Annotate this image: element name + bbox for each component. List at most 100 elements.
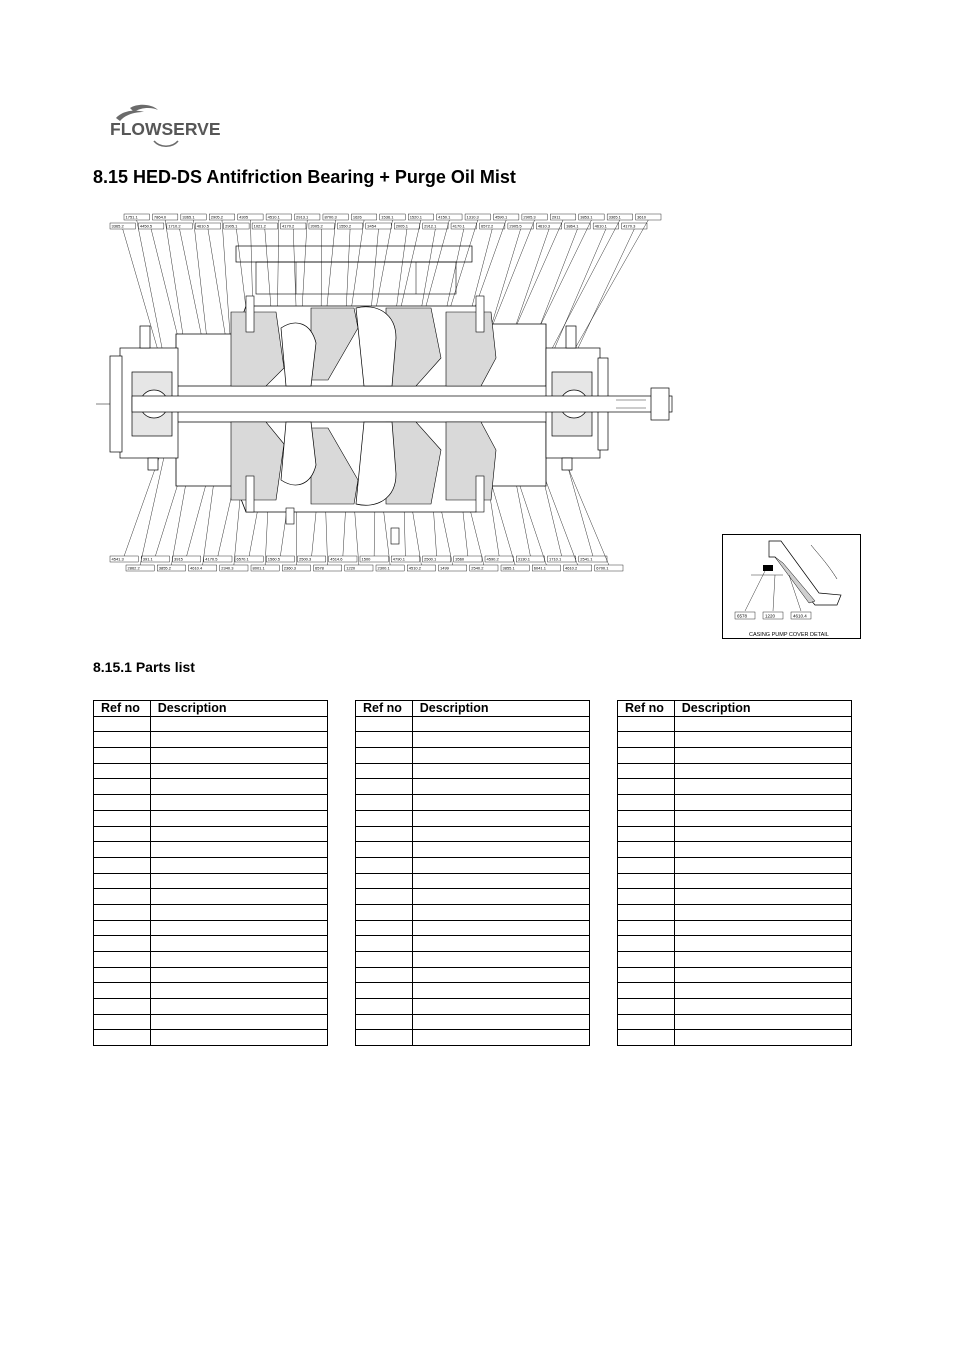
svg-text:6578: 6578 — [737, 614, 748, 619]
callout-label: 2500.1 — [424, 557, 437, 562]
description-cell — [149, 982, 329, 1000]
callout-box — [493, 213, 520, 221]
table-row — [617, 747, 853, 764]
callout-label: 4610.4 — [190, 566, 203, 571]
callout-label: 4610.5 — [197, 224, 210, 229]
description-cell — [673, 903, 853, 921]
description-cell — [411, 747, 591, 764]
ref-no-cell — [355, 715, 413, 733]
table-row — [617, 998, 853, 1015]
table-row — [617, 951, 853, 968]
description-cell — [149, 998, 329, 1015]
description-cell — [673, 982, 853, 1000]
table-row — [355, 1013, 591, 1031]
callout-label: 1021.2 — [254, 224, 267, 229]
table-row — [93, 966, 329, 984]
callout-box — [550, 213, 576, 221]
ref-no-header: Ref no — [93, 700, 151, 717]
callout-label: 4790.1 — [393, 557, 406, 562]
table-row — [355, 998, 591, 1015]
table-row — [93, 825, 329, 843]
description-cell — [411, 1029, 591, 1047]
description-cell — [149, 966, 329, 984]
table-row — [355, 778, 591, 796]
description-cell — [411, 888, 591, 905]
callout-label: 4510.1 — [268, 215, 281, 220]
description-cell — [411, 762, 591, 780]
description-cell — [673, 794, 853, 811]
callout-box — [138, 222, 165, 230]
callout-label: 2540.2 — [471, 566, 484, 571]
svg-text:CASING PUMP COVER DETAIL: CASING PUMP COVER DETAIL — [749, 632, 829, 638]
ref-no-cell — [355, 731, 413, 749]
callout-label: 6041.1 — [534, 566, 547, 571]
description-cell — [411, 982, 591, 1000]
callout-label: 1626 — [353, 215, 363, 220]
description-cell — [149, 747, 329, 764]
callout-label: 2340.3 — [221, 566, 234, 571]
ref-no-cell — [617, 998, 675, 1015]
table-row — [93, 1013, 329, 1031]
callout-label: 6700.1 — [596, 566, 609, 571]
ref-no-cell — [617, 825, 675, 843]
callout-label: 1751.1 — [126, 215, 139, 220]
description-cell — [149, 825, 329, 843]
description-cell — [673, 998, 853, 1015]
ref-no-cell — [93, 841, 151, 858]
table-row — [617, 903, 853, 921]
leader-line — [136, 219, 167, 369]
callout-label: 4610.3 — [538, 224, 551, 229]
callout-box — [592, 222, 619, 230]
svg-text:1220: 1220 — [765, 614, 776, 619]
description-cell — [673, 1013, 853, 1031]
ref-no-cell — [355, 747, 413, 764]
ref-no-cell — [617, 919, 675, 937]
table-row — [617, 919, 853, 937]
callout-label: 4170.3 — [623, 224, 636, 229]
callout-label: 3915 — [174, 557, 184, 562]
description-cell — [673, 856, 853, 874]
table-row — [355, 888, 591, 905]
table-row — [355, 982, 591, 1000]
ref-no-cell — [617, 809, 675, 827]
callout-label: 3454 — [367, 224, 377, 229]
ref-no-cell — [355, 856, 413, 874]
table-row — [617, 825, 853, 843]
table-row — [617, 966, 853, 984]
page-title: 8.15 HED-DS Antifriction Bearing + Purge… — [93, 167, 516, 187]
ref-no-cell — [355, 903, 413, 921]
description-cell — [149, 951, 329, 968]
callout-label: 2300.1 — [378, 566, 391, 571]
ref-no-cell — [355, 966, 413, 984]
ref-no-cell — [617, 856, 675, 874]
ref-no-cell — [355, 935, 413, 952]
callout-label: 4590.2 — [487, 557, 500, 562]
callout-label: 3610 — [637, 215, 647, 220]
leader-line — [541, 219, 621, 369]
description-cell — [673, 935, 853, 952]
table-row — [355, 794, 591, 811]
callout-label: 2913.1 — [296, 215, 309, 220]
callout-label: 1560.5 — [268, 557, 281, 562]
callout-label: 1710.2 — [168, 224, 181, 229]
table-row — [93, 809, 329, 827]
description-cell — [411, 778, 591, 796]
table-row — [355, 872, 591, 890]
description-cell — [411, 731, 591, 749]
description-cell — [673, 747, 853, 764]
callout-box — [180, 213, 207, 221]
svg-text:4610.4: 4610.4 — [793, 614, 807, 619]
table-row — [355, 1029, 591, 1047]
callout-label: 6570.1 — [237, 557, 250, 562]
description-cell — [149, 715, 329, 733]
description-cell — [411, 951, 591, 968]
description-cell — [411, 794, 591, 811]
description-cell — [411, 966, 591, 984]
ref-no-cell — [617, 778, 675, 796]
callout-label: 3365.1 — [609, 215, 622, 220]
callout-label: 3853.1 — [580, 215, 593, 220]
description-cell — [673, 966, 853, 984]
ref-no-cell — [93, 966, 151, 984]
callout-label: 4150.1 — [438, 215, 451, 220]
ref-no-cell — [355, 778, 413, 796]
